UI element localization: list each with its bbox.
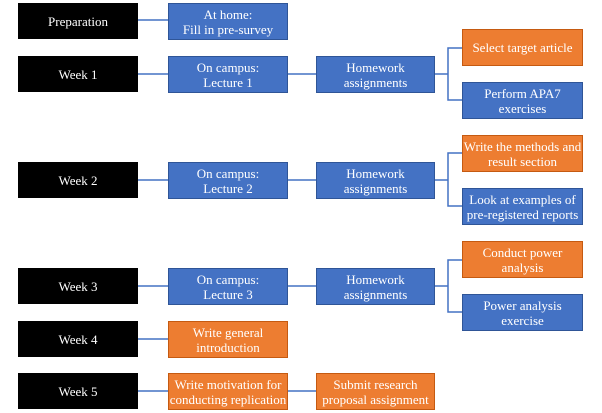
branch-week3 <box>435 259 462 313</box>
task-power-analysis-exercise: Power analysis exercise <box>462 294 583 331</box>
homework-box-week-1: Homework assignments <box>316 56 435 93</box>
activity-box-lecture-3: On campus: Lecture 3 <box>168 268 288 305</box>
task-methods-result-section: Write the methods and result section <box>462 135 583 172</box>
branch-week2 <box>435 152 462 207</box>
activity-box-pre-survey: At home: Fill in pre-survey <box>168 3 288 40</box>
activity-box-lecture-2: On campus: Lecture 2 <box>168 162 288 199</box>
activity-box-lecture-1: On campus: Lecture 1 <box>168 56 288 93</box>
week-box-week-3: Week 3 <box>18 268 138 304</box>
activity-box-motivation-replication: Write motivation for conducting replicat… <box>168 373 288 410</box>
branch-week1 <box>435 47 462 101</box>
week-box-week-4: Week 4 <box>18 321 138 357</box>
task-pre-registered-examples: Look at examples of pre-registered repor… <box>462 188 583 225</box>
submit-proposal-box-week-5: Submit research proposal assignment <box>316 373 435 410</box>
week-box-week-1: Week 1 <box>18 56 138 92</box>
homework-box-week-3: Homework assignments <box>316 268 435 305</box>
homework-box-week-2: Homework assignments <box>316 162 435 199</box>
week-box-week-5: Week 5 <box>18 373 138 409</box>
task-select-target-article: Select target article <box>462 29 583 66</box>
activity-box-general-introduction: Write general introduction <box>168 321 288 358</box>
task-apa7-exercises: Perform APA7 exercises <box>462 82 583 119</box>
task-conduct-power-analysis: Conduct power analysis <box>462 241 583 278</box>
week-box-preparation: Preparation <box>18 3 138 39</box>
week-box-week-2: Week 2 <box>18 162 138 198</box>
